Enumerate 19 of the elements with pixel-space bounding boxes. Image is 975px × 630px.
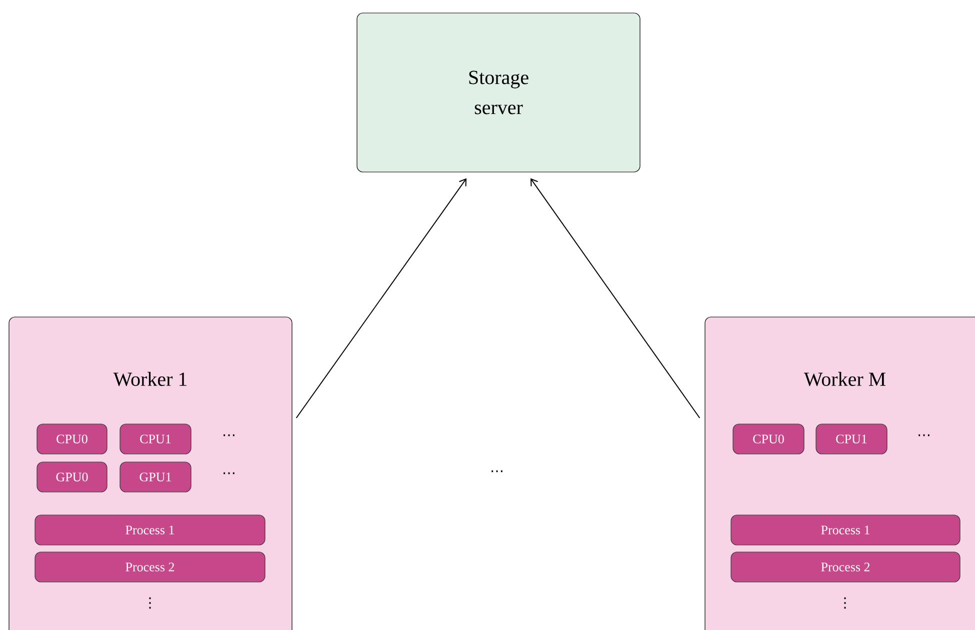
ellipsis: ⋯ <box>224 472 234 474</box>
process-bar: Process 1 <box>34 514 266 546</box>
process-bar: Process 1 <box>730 514 960 546</box>
process-bar: Process 2 <box>34 552 266 582</box>
arrow <box>296 178 466 418</box>
ellipsis: ⋮ <box>149 597 151 609</box>
processor-chip: GPU0 <box>36 462 108 492</box>
processor-chip: CPU0 <box>732 424 804 454</box>
processor-chip: CPU1 <box>120 424 192 454</box>
arrow <box>530 178 700 418</box>
processor-chip: CPU0 <box>36 424 108 454</box>
ellipsis: ⋯ <box>918 434 930 436</box>
process-bar: Process 2 <box>730 552 960 582</box>
processor-chip: GPU1 <box>120 462 192 492</box>
processor-chip: CPU1 <box>816 424 888 454</box>
ellipsis: ⋯ <box>224 434 234 436</box>
ellipsis: ⋯ <box>492 470 502 472</box>
server-box: Storage server <box>356 12 640 172</box>
ellipsis: ⋮ <box>844 597 846 609</box>
